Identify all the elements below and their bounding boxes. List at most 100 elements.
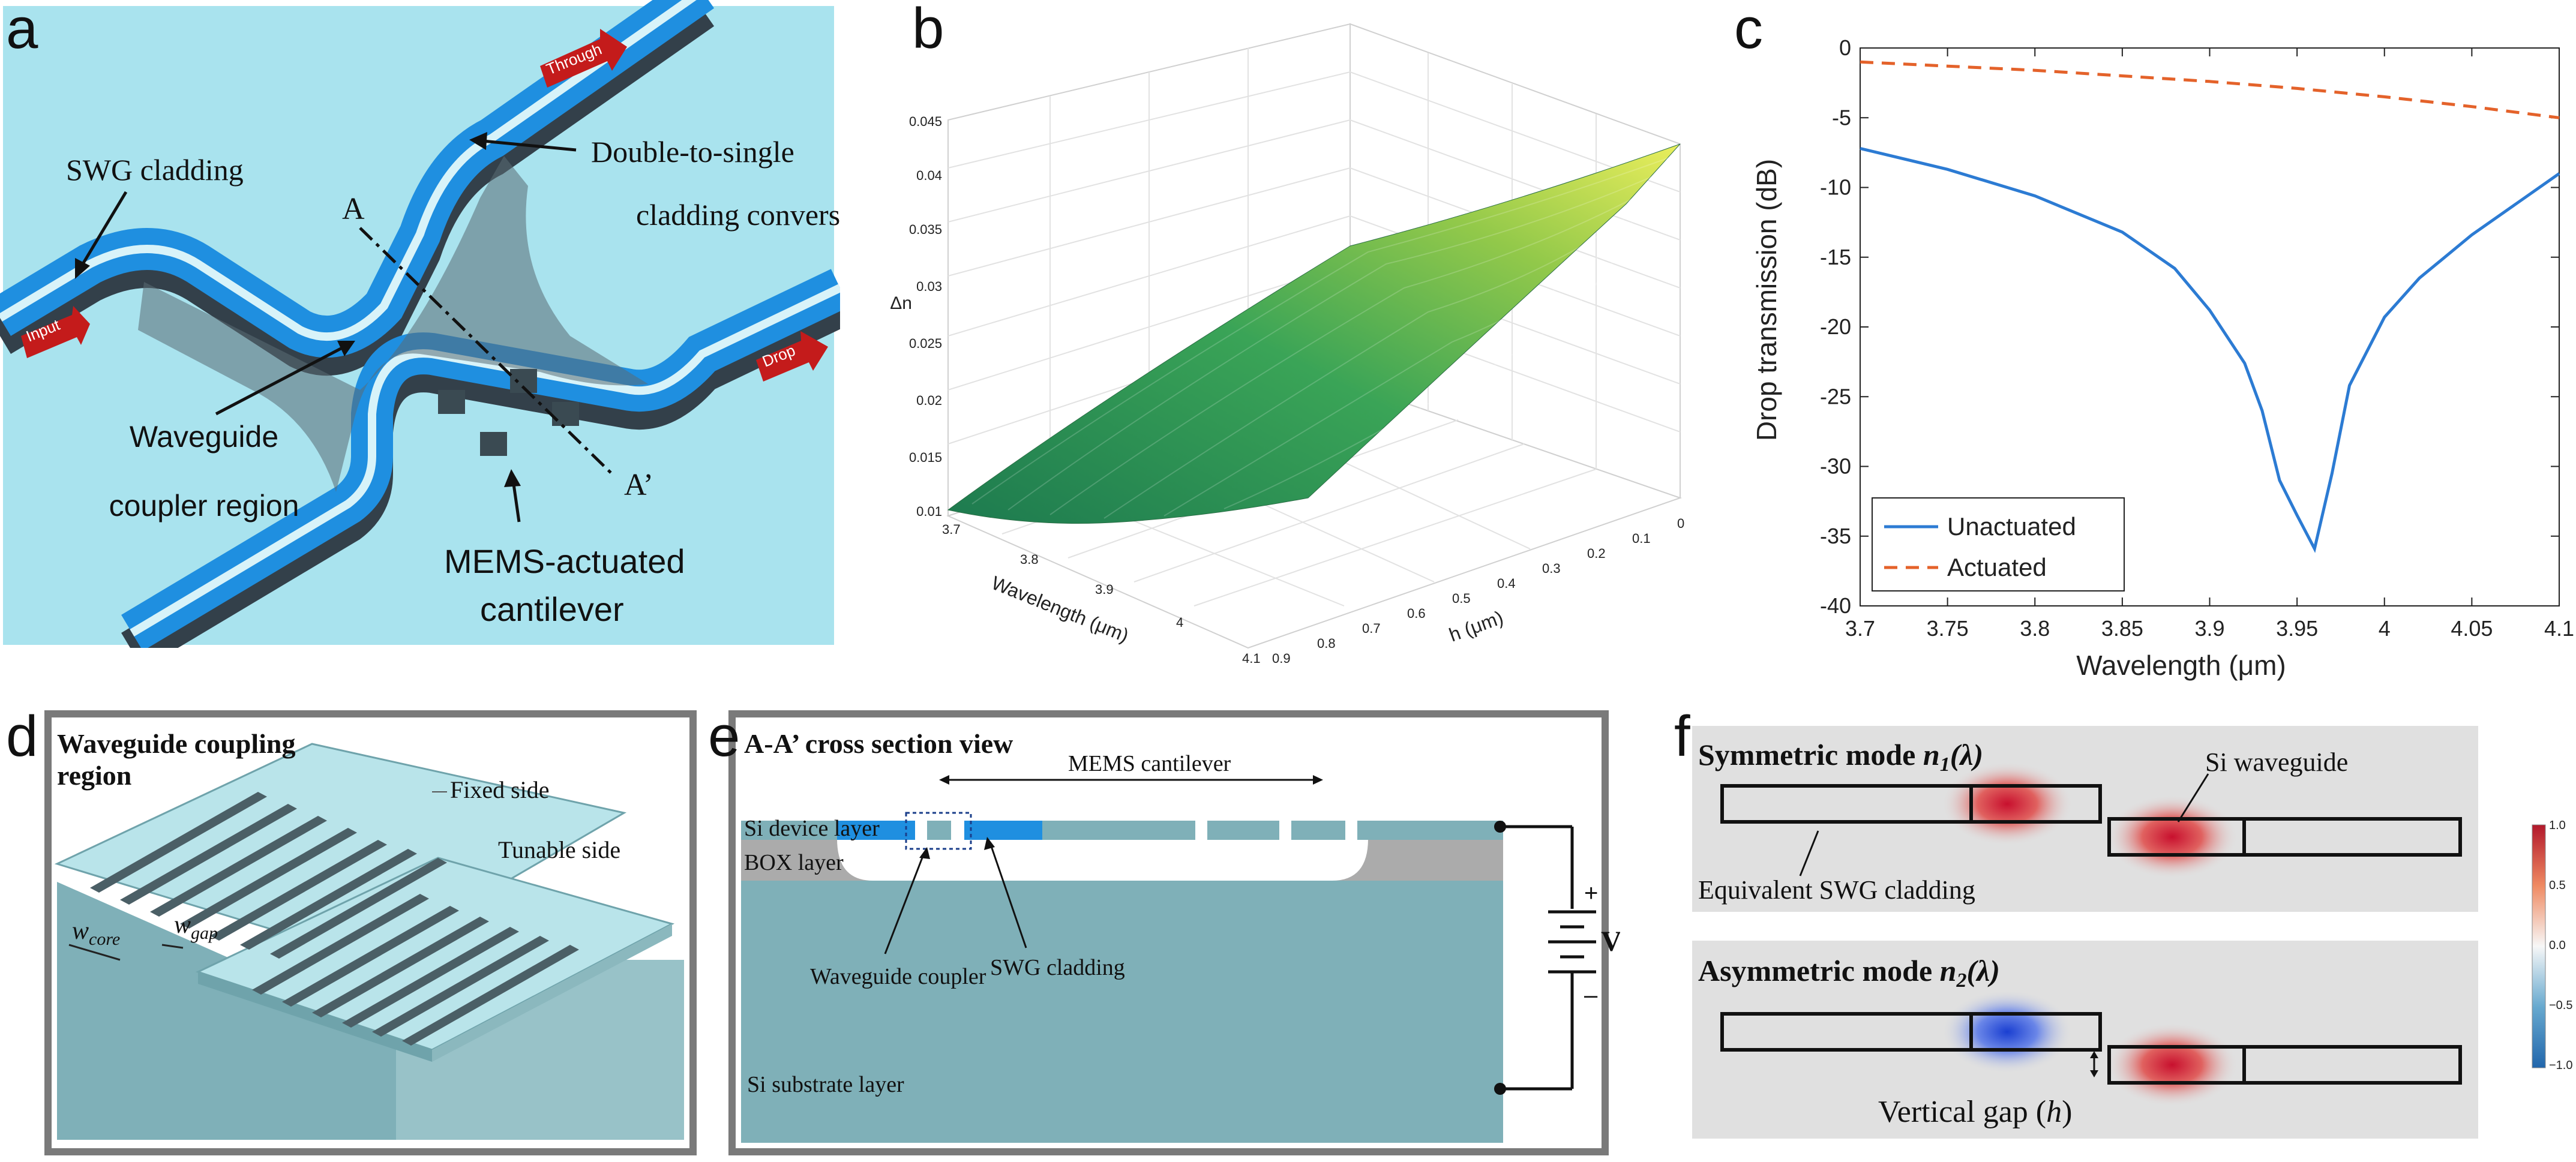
mems-cantilever-label: MEMS cantilever (1068, 751, 1231, 776)
asymmetric-field-left (1941, 990, 2073, 1074)
symmetric-mode-title: Symmetric mode n1(λ) (1698, 738, 1983, 776)
coupler-label-line2: coupler region (109, 489, 299, 523)
lower-waveguide-core (130, 284, 842, 637)
sym-right-cladding (2242, 817, 2462, 857)
legend-label-unactuated: Unactuated (1947, 512, 2076, 541)
y-axis-label: Drop transmission (dB) (1751, 159, 1782, 441)
panel-d: Waveguide coupling region Fixed side Tun… (0, 708, 708, 1159)
mems-arrow-right (1313, 775, 1323, 785)
h-tick: 0.1 (1632, 531, 1651, 546)
h-tick: 0.7 (1362, 621, 1381, 636)
z-axis-label: Δn (890, 293, 912, 313)
y-tick-label: -25 (1820, 384, 1851, 409)
wl-tick: 3.8 (1020, 552, 1039, 567)
series-line-actuated (1860, 60, 2560, 119)
panel-f: 1.0 0.5 0.0 −0.5 −1.0 Symmetric mode n1(… (1620, 708, 2576, 1159)
double-single-arrowhead (469, 132, 487, 150)
y-tick-label: -30 (1820, 454, 1851, 479)
legend-label-actuated: Actuated (1947, 553, 2047, 581)
colorbar-tick: −1.0 (2549, 1059, 2572, 1072)
y-tick-label: -40 (1820, 593, 1851, 618)
wl-tick: 3.9 (1095, 582, 1114, 597)
section-a-label: A (342, 192, 365, 226)
voltage-circuit (1500, 825, 1596, 1091)
h-ticks: 0.9 0.8 0.7 0.6 0.5 0.4 0.3 0.2 0.1 0 (1272, 516, 1684, 666)
etch-hole (480, 432, 507, 456)
symmetric-field-left (1941, 762, 2073, 846)
cladding-conversion-label: cladding conversion (636, 198, 840, 232)
panel-e-cross-section: A-A’ cross section view MEMS cantilever … (728, 710, 1622, 1155)
box-layer-label: BOX layer (744, 850, 844, 875)
swg-segment (927, 821, 951, 840)
coupler-pointer (884, 852, 925, 954)
fixed-plate (54, 743, 627, 961)
x-tick-label: 3.9 (2194, 616, 2224, 641)
x-tick-label: 3.75 (1927, 616, 1969, 641)
waveguide-coupler-label: Waveguide coupler (810, 964, 986, 989)
w-core-label: wcore (72, 917, 120, 949)
swg-arrowhead (75, 258, 90, 279)
z-tick: 0.045 (909, 114, 942, 129)
y-tick-label: -10 (1820, 175, 1851, 200)
si-waveguide-label: Si waveguide (2205, 747, 2348, 777)
z-ticks: 0.01 0.015 0.02 0.025 0.03 0.035 0.04 0.… (909, 114, 942, 519)
mems-arrow-left (939, 775, 949, 785)
colorbar-tick: 0.0 (2549, 939, 2566, 952)
tunable-plate-edge (198, 972, 432, 1062)
asymmetric-mode-bg (1692, 941, 2478, 1139)
double-single-arrow (482, 139, 577, 152)
x-tick-label: 3.85 (2101, 616, 2143, 641)
h-axis-label: h (μm) (1446, 606, 1506, 646)
z-tick: 0.01 (916, 504, 942, 519)
tunable-side-label: Tunable side (498, 836, 620, 863)
etch-hole (552, 402, 579, 426)
panel-c-letter: c (1734, 0, 1763, 61)
h-tick: 0 (1677, 516, 1684, 531)
tunable-plate-edge (432, 924, 672, 1062)
y-tick-label: -15 (1820, 245, 1851, 269)
coupler-arrow (215, 346, 343, 416)
mems-arrow (511, 479, 521, 523)
colorbar-tick: 0.5 (2549, 879, 2566, 892)
si-waveguide-pointer (2177, 773, 2209, 822)
drop-transmission-chart: Drop transmission (dB) Wavelength (μm) 3… (1751, 35, 2574, 681)
asymmetric-field-right (2106, 1023, 2238, 1107)
sym-left-core (1969, 784, 2102, 824)
swg-pointer (989, 842, 1027, 948)
z-tick: 0.04 (916, 168, 942, 183)
tunable-slots (252, 894, 579, 1046)
device-layer-right (1357, 821, 1503, 840)
dn-surface (947, 143, 1681, 524)
panel-f-letter: f (1674, 704, 1690, 768)
x-tick-label: 4 (2379, 616, 2391, 641)
symmetric-field-right (2106, 795, 2238, 879)
double-single-label: Double-to-single (591, 135, 794, 169)
equiv-swg-pointer (1799, 830, 1819, 876)
device-cantilever (1291, 821, 1345, 840)
z-tick: 0.015 (909, 450, 942, 465)
device-cantilever (1207, 821, 1279, 840)
wl-tick: 4.1 (1242, 651, 1261, 666)
trench (138, 156, 648, 492)
swg-gap (951, 821, 964, 840)
z-tick: 0.035 (909, 222, 942, 237)
x-tick-label: 3.8 (2020, 616, 2050, 641)
h-tick: 0.6 (1407, 606, 1426, 621)
panel-a-letter: a (6, 0, 38, 61)
mems-arrowhead (504, 469, 521, 487)
y-tick-label: -20 (1820, 314, 1851, 339)
x-tick-label: 4.1 (2544, 616, 2574, 641)
panel-d-schematic: Waveguide coupling region Fixed side Tun… (44, 710, 697, 1155)
x-axis-label: Wavelength (μm) (2076, 650, 2286, 681)
si-substrate-label: Si substrate layer (747, 1072, 904, 1097)
panel-a: Input Through Drop SWG cladding Double-t… (0, 0, 878, 669)
colorbar-tick: 1.0 (2549, 819, 2566, 832)
legend-box (1872, 497, 2125, 591)
swg-segment (837, 821, 915, 840)
panel-d-title-line1: Waveguide coupling (57, 728, 295, 759)
panel-b-letter: b (912, 0, 944, 61)
swg-pointer-head (984, 837, 995, 850)
wl-ticks: 3.7 3.8 3.9 4 4.1 (942, 522, 1261, 666)
z-tick: 0.03 (916, 279, 942, 294)
plus-sign: + (1584, 880, 1598, 906)
